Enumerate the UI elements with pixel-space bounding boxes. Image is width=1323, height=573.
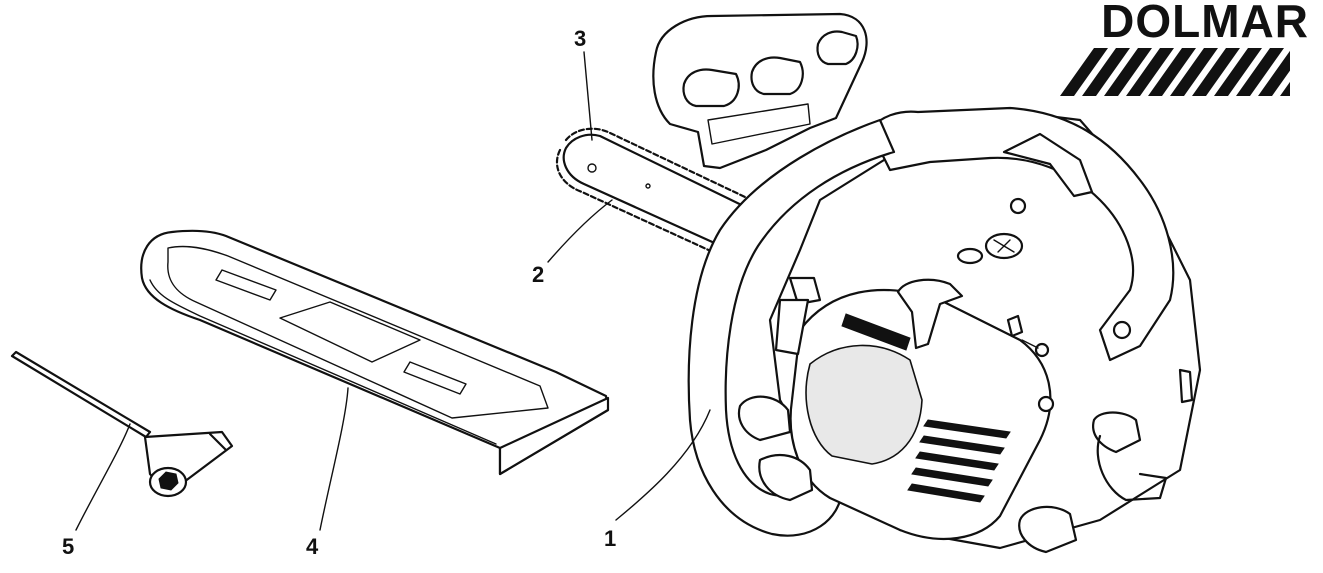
brand-stripe [1060,48,1108,96]
chain-guard [140,229,610,476]
air-vent [841,313,1011,503]
callout-3: 3 [574,26,587,51]
callout-4: 4 [306,534,319,559]
brand-stripe [1148,48,1196,96]
callout-5: 5 [62,534,75,559]
callout-1: 1 [604,526,617,551]
brand-stripe [1126,48,1174,96]
leader-line-4 [319,387,349,531]
leader-line-5 [75,423,131,531]
brand-stripe [1236,48,1284,96]
leader-line-3 [583,51,593,141]
leader-line-2 [547,199,613,263]
brand-stripe [1170,48,1218,96]
leader-lines [75,51,711,531]
brand-stripe [1104,48,1152,96]
stripe-edge-mask [1290,48,1323,96]
brand-stripe [1214,48,1262,96]
brand-stripes [1060,48,1323,96]
chainsaw-body [652,12,1202,554]
brand-stripe [1082,48,1130,96]
brand-stripe [1192,48,1240,96]
spark-plug-wrench [10,350,234,498]
leader-line-1 [615,409,711,521]
brand-logo-text: DOLMAR [1101,0,1309,47]
callout-2: 2 [532,262,545,287]
saw-chain [555,127,766,260]
